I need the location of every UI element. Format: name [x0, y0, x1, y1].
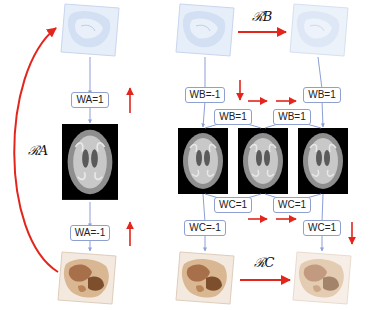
transform-label: ℛB	[251, 9, 274, 24]
weight-label: WB=1	[278, 111, 306, 122]
stained-slide	[61, 4, 119, 56]
weight-label: WC=-1	[189, 222, 220, 233]
weight-box: WA=1	[71, 92, 108, 108]
weight-label: WB=1	[219, 111, 247, 122]
weight-box: WC=1	[273, 197, 311, 213]
weight-label: WA=1	[76, 94, 103, 105]
weight-label: WC=1	[219, 199, 247, 210]
transform-label: ℛC	[253, 255, 276, 270]
stained-slide	[290, 4, 348, 56]
stained-slide	[176, 4, 234, 56]
weight-box: WC=-1	[184, 220, 225, 236]
stained-slide	[58, 252, 116, 304]
stained-slide	[176, 252, 234, 304]
weight-label: WC=1	[308, 222, 336, 233]
weight-box: WA=-1	[70, 225, 110, 241]
mri-slice	[298, 128, 348, 194]
weight-links	[90, 57, 323, 251]
mri-slice	[178, 128, 228, 194]
weight-label: WC=1	[278, 199, 306, 210]
transform-arrows	[14, 28, 352, 280]
mri-slice	[62, 124, 118, 200]
weight-box: WC=1	[214, 197, 252, 213]
weight-label: WA=-1	[75, 227, 105, 238]
weight-label: WB=-1	[190, 89, 221, 100]
weight-box: WC=1	[303, 220, 341, 236]
transform-label: ℛA	[27, 143, 49, 158]
stained-slide	[293, 252, 351, 304]
weight-box: WB=-1	[185, 87, 226, 103]
weight-box: WB=1	[303, 87, 341, 103]
mri-slice	[238, 128, 288, 194]
weight-box: WB=1	[214, 109, 252, 125]
weight-label: WB=1	[308, 89, 336, 100]
weight-box: WB=1	[273, 109, 311, 125]
